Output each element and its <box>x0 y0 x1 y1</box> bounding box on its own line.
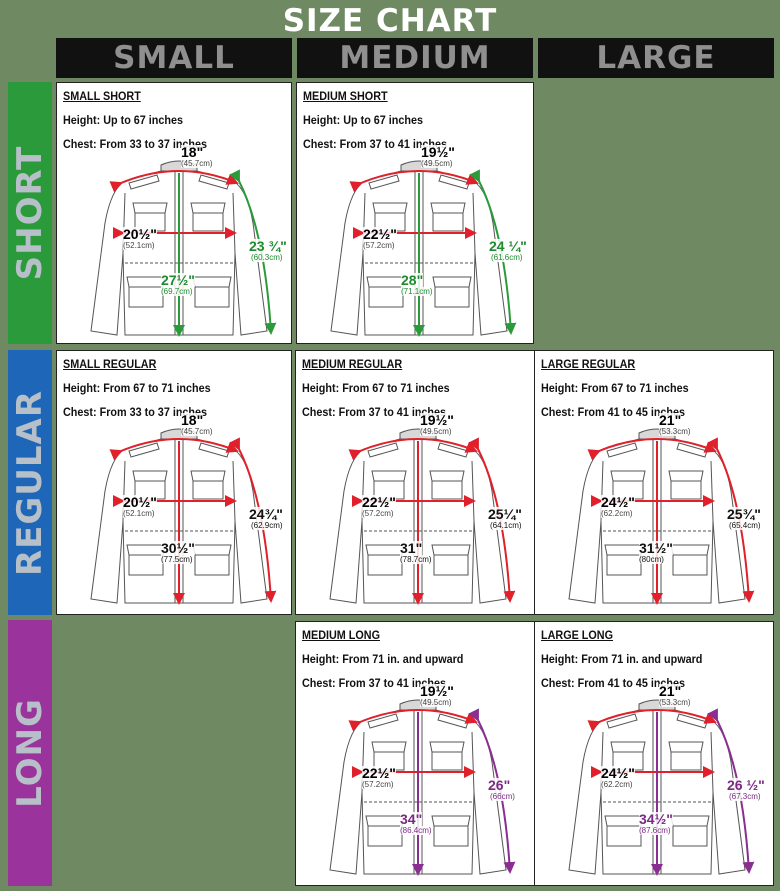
body-length-value: 30½" <box>161 540 195 556</box>
row-label-short: SHORT <box>10 145 50 281</box>
chest-width-value: 20½" <box>123 226 157 242</box>
shoulder-width-value: 21" <box>659 412 682 428</box>
sleeve-length-value: 24 ¼" <box>489 238 527 254</box>
panel-height-range: Height: Up to 67 inches <box>303 113 424 127</box>
panel-height-range: Height: From 67 to 71 inches <box>302 381 450 395</box>
panel-size-name: MEDIUM LONG <box>302 628 381 642</box>
body-length-cm: (87.6cm) <box>639 826 671 835</box>
shoulder-width-value: 19½" <box>420 683 454 699</box>
jacket-diagram <box>329 699 516 876</box>
panel-small-short: SMALL SHORT Height: Up to 67 inches Ches… <box>56 82 292 344</box>
chest-width-value: 24½" <box>601 494 635 510</box>
chest-width-cm: (57.2cm) <box>363 241 395 250</box>
chart-title: SIZE CHART <box>282 3 498 39</box>
shoulder-width-cm: (49.5cm) <box>421 159 453 168</box>
panel-large-long: LARGE LONG Height: From 71 in. and upwar… <box>534 621 774 886</box>
row-tab-long: LONG <box>8 620 52 886</box>
chest-width-value: 22½" <box>362 765 396 781</box>
chest-width-cm: (57.2cm) <box>362 509 394 518</box>
chest-width-cm: (62.2cm) <box>601 509 633 518</box>
row-label-long: LONG <box>10 698 50 808</box>
panel-chest-range: Chest: From 41 to 45 inches <box>541 676 686 690</box>
panel-size-name: MEDIUM REGULAR <box>302 357 403 371</box>
panel-small-regular: SMALL REGULAR Height: From 67 to 71 inch… <box>56 350 292 615</box>
body-length-value: 34" <box>400 811 423 827</box>
shoulder-width-cm: (45.7cm) <box>181 159 213 168</box>
panel-size-name: LARGE REGULAR <box>541 357 636 371</box>
shoulder-width-value: 21" <box>659 683 682 699</box>
panel-height-range: Height: From 71 in. and upward <box>302 652 464 666</box>
sleeve-length-value: 23 ¾" <box>249 238 287 254</box>
sleeve-length-cm: (65.4cm) <box>729 521 761 530</box>
sleeve-length-cm: (67.3cm) <box>729 792 761 801</box>
chest-width-value: 22½" <box>362 494 396 510</box>
body-length-cm: (80cm) <box>639 555 664 564</box>
panel-chest-range: Chest: From 37 to 41 inches <box>302 676 447 690</box>
row-tab-short: SHORT <box>8 82 52 344</box>
shoulder-width-cm: (53.3cm) <box>659 698 691 707</box>
panel-medium-regular: MEDIUM REGULAR Height: From 67 to 71 inc… <box>295 350 535 615</box>
panel-large-regular: LARGE REGULAR Height: From 67 to 71 inch… <box>534 350 774 615</box>
chest-width-cm: (52.1cm) <box>123 509 155 518</box>
body-length-value: 28" <box>401 272 424 288</box>
sleeve-length-cm: (64.1cm) <box>490 521 522 530</box>
chest-width-value: 24½" <box>601 765 635 781</box>
chest-width-cm: (52.1cm) <box>123 241 155 250</box>
panel-medium-long: MEDIUM LONG Height: From 71 in. and upwa… <box>295 621 535 886</box>
shoulder-width-cm: (49.5cm) <box>420 427 452 436</box>
sleeve-length-value: 26" <box>488 777 511 793</box>
shoulder-width-value: 18" <box>181 144 204 160</box>
column-header-large: LARGE <box>538 38 774 78</box>
jacket-diagram <box>330 160 517 337</box>
panel-chest-range: Chest: From 41 to 45 inches <box>541 405 686 419</box>
jacket-diagram <box>568 699 755 876</box>
body-length-value: 31" <box>400 540 423 556</box>
body-length-cm: (77.5cm) <box>161 555 193 564</box>
panel-chest-range: Chest: From 33 to 37 inches <box>63 405 208 419</box>
jacket-diagram <box>90 160 277 337</box>
body-length-value: 27½" <box>161 272 195 288</box>
sleeve-length-cm: (66cm) <box>490 792 515 801</box>
panel-height-range: Height: Up to 67 inches <box>63 113 184 127</box>
panel-size-name: MEDIUM SHORT <box>303 89 388 103</box>
chest-width-value: 20½" <box>123 494 157 510</box>
column-header-medium: MEDIUM <box>297 38 533 78</box>
sleeve-length-cm: (62.9cm) <box>251 521 283 530</box>
panel-medium-short: MEDIUM SHORT Height: Up to 67 inches Che… <box>296 82 534 344</box>
shoulder-width-value: 19½" <box>420 412 454 428</box>
panel-size-name: LARGE LONG <box>541 628 613 642</box>
panel-height-range: Height: From 67 to 71 inches <box>541 381 689 395</box>
panel-size-name: SMALL SHORT <box>63 89 141 103</box>
chest-width-cm: (62.2cm) <box>601 780 633 789</box>
sleeve-length-cm: (61.6cm) <box>491 253 523 262</box>
panel-size-name: SMALL REGULAR <box>63 357 157 371</box>
jacket-diagram <box>568 428 755 605</box>
column-header-small: SMALL <box>56 38 292 78</box>
sleeve-length-value: 24¾" <box>249 506 283 522</box>
panel-height-range: Height: From 71 in. and upward <box>541 652 703 666</box>
shoulder-width-cm: (49.5cm) <box>420 698 452 707</box>
body-length-cm: (78.7cm) <box>400 555 432 564</box>
panel-chest-range: Chest: From 37 to 41 inches <box>302 405 447 419</box>
chest-width-value: 22½" <box>363 226 397 242</box>
panel-chest-range: Chest: From 37 to 41 inches <box>303 137 448 151</box>
chest-width-cm: (57.2cm) <box>362 780 394 789</box>
body-length-cm: (86.4cm) <box>400 826 432 835</box>
sleeve-length-value: 25¼" <box>488 506 522 522</box>
shoulder-width-value: 18" <box>181 412 204 428</box>
shoulder-width-cm: (45.7cm) <box>181 427 213 436</box>
panel-chest-range: Chest: From 33 to 37 inches <box>63 137 208 151</box>
shoulder-width-cm: (53.3cm) <box>659 427 691 436</box>
panel-height-range: Height: From 67 to 71 inches <box>63 381 211 395</box>
row-label-regular: REGULAR <box>10 389 50 576</box>
row-tab-regular: REGULAR <box>8 350 52 615</box>
sleeve-length-value: 26 ½" <box>727 777 765 793</box>
sleeve-length-value: 25¾" <box>727 506 761 522</box>
body-length-value: 34½" <box>639 811 673 827</box>
sleeve-length-cm: (60.3cm) <box>251 253 283 262</box>
body-length-value: 31½" <box>639 540 673 556</box>
body-length-cm: (69.7cm) <box>161 287 193 296</box>
shoulder-width-value: 19½" <box>421 144 455 160</box>
body-length-cm: (71.1cm) <box>401 287 433 296</box>
